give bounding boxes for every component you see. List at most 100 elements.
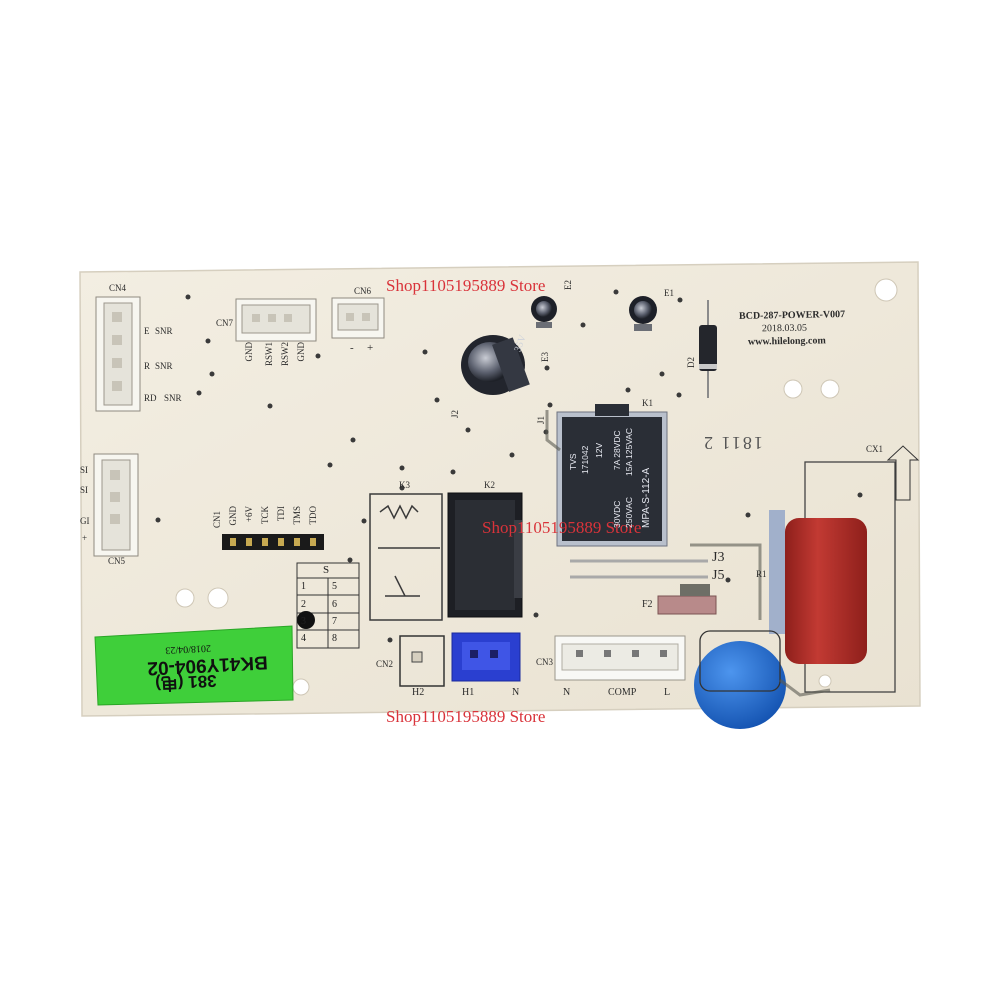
s-table-cell: 8 [332,633,337,644]
capacitor-cx1 [769,510,867,664]
watermark-bottom: Shop1105195889 Store [386,707,546,726]
mounting-hole [207,587,229,609]
label-cx1: CX1 [866,444,884,454]
qc-sticker [94,625,294,706]
traces [545,410,831,697]
capacitor-e2 [531,296,557,328]
connector-cn4 [95,296,141,412]
cn2-pin-n: N [512,687,520,698]
solder-blob [297,611,315,629]
cn1-pin-tdi: TDI [276,506,286,521]
cn1-pin-tck: TCK [260,506,270,524]
label-k1: K1 [642,398,653,408]
varistor [694,641,786,729]
label-j3: J3 [712,550,725,565]
cn4-pin-rd: RD [144,393,157,403]
label-misc-code: 1811 2 [702,433,763,453]
label-k3: K3 [399,480,410,490]
cn4-pin-e: E [144,326,150,336]
s-table-cell: 1 [301,581,306,592]
label-e1: E1 [664,288,674,298]
cn4-pin-r: R [144,361,151,371]
board-date: 2018.03.05 [761,322,808,335]
relay-rating-2: 7A 28VDC [612,430,622,470]
mounting-hole [874,278,898,302]
label-cn5: CN5 [108,556,126,566]
cn1-pin-6v: +6V [244,506,254,523]
s-table-header: S [323,564,330,576]
label-cn4: CN4 [109,283,127,293]
cn5-pin-3: GI [80,516,90,526]
label-cn6: CN6 [354,286,372,296]
label-cn1: CN1 [212,510,222,528]
watermark-top: Shop1105195889 Store [386,276,546,295]
relay-model: MPA-S-112-A [641,467,652,528]
cn5-pin-1: SI [80,465,89,475]
relay-k1 [556,404,668,547]
cn3-pin-n: N [563,687,571,698]
label-r1: R1 [756,569,767,579]
sticker-text: 381 (电) BK41Y904-02 2018/04/23 [105,635,288,704]
label-j2: J2 [450,409,460,418]
mounting-hole [175,588,195,608]
label-cn3: CN3 [536,657,554,667]
capacitor-e1 [629,296,657,331]
mounting-hole [818,674,832,688]
label-cn7: CN7 [216,318,234,328]
label-j1: J1 [536,415,546,424]
label-cn2: CN2 [376,659,394,669]
cn1-pin-tdo: TDO [308,506,318,525]
diode-d2 [699,300,717,398]
s-table-cell: 6 [332,599,337,610]
board-website: www.hilelong.com [747,335,826,348]
vias [155,289,863,643]
s-table-cell: 4 [301,633,306,644]
label-k2: K2 [484,480,495,490]
relay-rating-4: 15A 125VAC [624,427,634,476]
connector-cn5 [93,453,139,557]
s-table-cell: 2 [301,599,306,610]
cn3-pin-l: L [664,687,671,698]
varistor-outline [699,630,781,692]
connector-cn6 [331,297,385,339]
connector-cn7 [235,298,317,342]
cn5-pin-2: SI [80,485,89,495]
mounting-hole [292,678,310,696]
watermark-middle: Shop1105195889 Store [482,518,642,537]
s-table-cell: 5 [332,581,337,592]
board-model: BCD-287-POWER-V007 [738,309,846,322]
trace-pad [680,584,710,596]
k3-symbol [369,493,443,621]
mounting-hole [820,379,840,399]
relay-code: 171042 [580,445,590,474]
connector-cn2 [399,632,521,687]
relay-coil: 12V [594,442,604,458]
cn7-pin-rsw2: RSW2 [280,342,290,367]
header-cn1 [222,534,324,550]
relay-rating-3: 250VAC [624,496,634,528]
cn3-pin-comp: COMP [608,687,637,698]
cn4-pin-snr-1: SNR [155,326,173,336]
cn7-pin-gnd-2: GND [296,342,306,362]
s-table-grid [296,562,360,649]
relay-rating-1: 30VDC [612,500,622,528]
label-f2: F2 [642,599,653,610]
fuse-f2 [657,595,717,615]
cx1-arrow [886,445,920,501]
jumpers-j3-j5 [570,559,708,579]
cn4-pin-snr-3: SNR [164,393,182,403]
label-j5: J5 [712,568,725,583]
mounting-hole [783,379,803,399]
cn5-pin-4: + [82,533,88,543]
cn2-pin-h1: H1 [462,687,475,698]
s-table-cell: 3 [301,616,306,627]
label-e2: E2 [563,280,573,290]
cn4-pin-snr-2: SNR [155,361,173,371]
connector-cn3 [554,635,686,681]
label-e3: E3 [540,352,550,362]
cn1-pin-gnd: GND [228,506,238,526]
s-table-cell: 7 [332,616,337,627]
cn7-pin-rsw1: RSW1 [264,342,274,367]
relay-k2 [447,492,523,618]
